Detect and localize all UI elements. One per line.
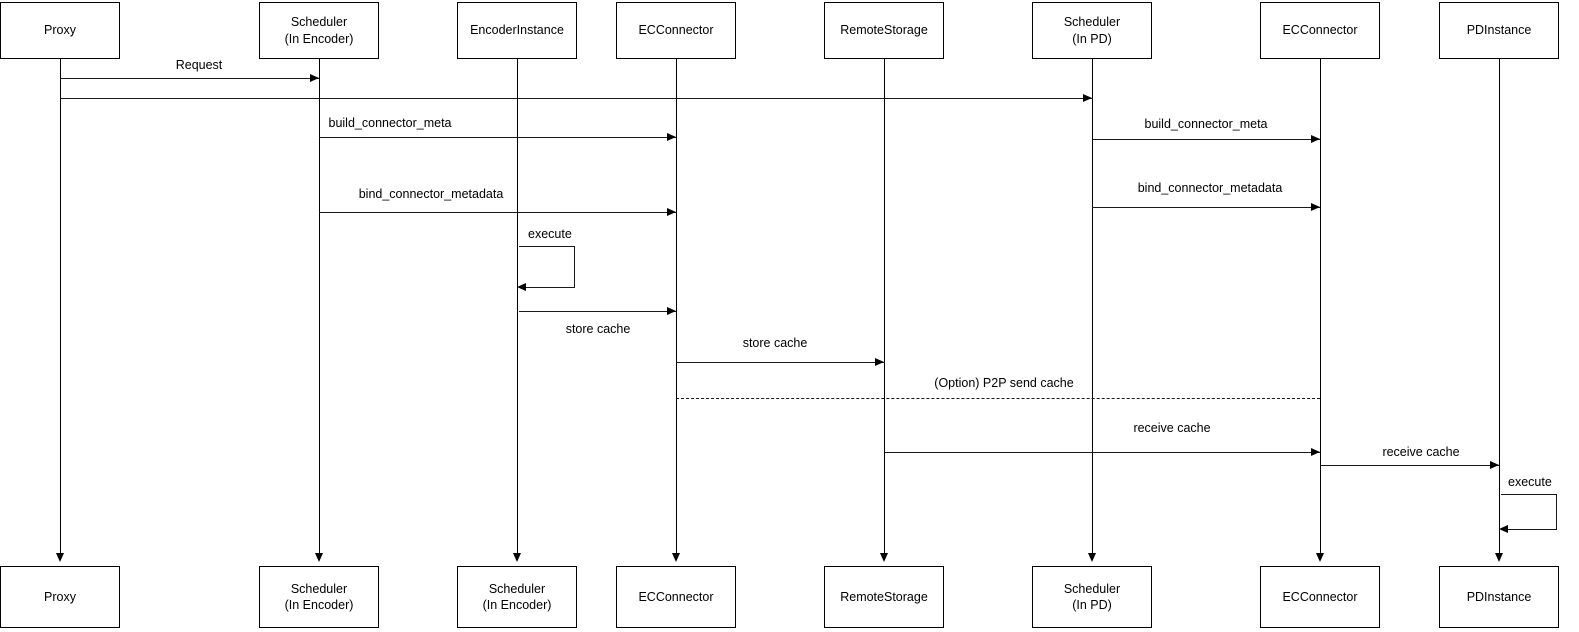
lane-label-secondary: (In Encoder) [482,598,552,612]
lifeline-header-scheduler-encoder-bottom: Scheduler (In Encoder) [259,566,379,628]
lifeline-end-arrow-icon [1087,553,1096,562]
message-arrowhead-bind-connector-meta-enc-icon [667,207,676,216]
lane-label-secondary: (In PD) [1072,31,1112,46]
message-label-request: Request [175,58,223,72]
lifeline-remote-storage [884,59,885,554]
message-line-bind-connector-meta-enc [319,212,676,213]
lifeline-encoder-instance [517,59,518,554]
lane-label-primary: Proxy [44,23,76,38]
self-message-label-execute-pdinstance: execute [1508,475,1552,489]
self-message-execute-encoder [519,246,575,288]
lane-label-primary: ECConnector [1282,23,1358,38]
message-line-request [60,78,319,79]
lane-label-primary: Scheduler [1063,581,1121,596]
message-arrowhead-build-connector-meta-pd-icon [1311,134,1320,143]
message-label-store-cache-enc: store cache [565,322,631,336]
lifeline-header-remote-storage-top: RemoteStorage [824,2,944,59]
message-line-proxy-to-scheduler-pd [60,98,1092,99]
lifeline-end-arrow-icon [1494,553,1503,562]
lifeline-header-scheduler-pd-bottom: Scheduler (In PD) [1032,566,1152,628]
lifeline-end-arrow-icon [1315,553,1324,562]
self-message-arrowhead-execute-pdinstance-icon [1499,525,1508,534]
lane-label-secondary: (In Encoder) [284,598,354,612]
lifeline-header-encoder-instance-bottom: Scheduler (In Encoder) [457,566,577,628]
message-arrowhead-store-cache-remote-icon [875,357,884,366]
lane-label-primary: PDInstance [1466,589,1532,604]
lane-label-primary: Proxy [44,589,76,604]
lifeline-end-arrow-icon [512,553,521,562]
lifeline-header-encoder-instance-top: EncoderInstance [457,2,577,59]
lifeline-ecconnector-left [676,59,677,554]
lifeline-header-proxy-left-bottom: Proxy [0,566,120,628]
lane-label-primary: Scheduler [1063,15,1121,29]
message-line-build-connector-meta-pd [1092,139,1320,140]
lifeline-scheduler-encoder [319,59,320,554]
lifeline-pd-instance [1499,59,1500,554]
lane-label-primary: ECConnector [638,23,714,38]
lifeline-header-ecconnector-right-bottom: ECConnector [1260,566,1380,628]
message-arrowhead-receive-cache-pd-icon [1490,460,1499,469]
lifeline-header-ecconnector-left-bottom: ECConnector [616,566,736,628]
lane-label-secondary: (In PD) [1072,598,1112,612]
lane-label-primary: Scheduler [290,15,348,29]
message-line-build-connector-meta-enc [319,137,676,138]
lifeline-header-remote-storage-bottom: RemoteStorage [824,566,944,628]
lane-label-primary: ECConnector [638,589,714,604]
message-line-p2p-send-cache [676,398,1320,399]
message-line-store-cache-remote [676,362,884,363]
lifeline-end-arrow-icon [55,553,64,562]
lifeline-header-scheduler-pd-top: Scheduler (In PD) [1032,2,1152,59]
message-line-receive-cache-pd [1320,465,1499,466]
message-label-bind-connector-meta-enc: bind_connector_metadata [358,187,504,201]
lane-label-primary: RemoteStorage [840,23,928,38]
message-line-store-cache-enc [519,311,676,312]
lane-label-secondary: (In Encoder) [284,31,354,46]
message-arrowhead-bind-connector-meta-pd-icon [1311,202,1320,211]
lifeline-end-arrow-icon [879,553,888,562]
lane-label-primary: EncoderInstance [470,23,564,38]
lane-label-primary: Scheduler [290,581,348,596]
lifeline-header-pd-instance-top: PDInstance [1439,2,1559,59]
self-message-arrowhead-execute-encoder-icon [517,283,526,292]
self-message-label-execute-encoder: execute [528,227,572,241]
message-arrowhead-request-icon [310,73,319,82]
message-label-store-cache-remote: store cache [742,336,808,350]
lane-label-primary: RemoteStorage [840,589,928,604]
lifeline-header-ecconnector-left-top: ECConnector [616,2,736,59]
message-arrowhead-build-connector-meta-enc-icon [667,132,676,141]
lifeline-end-arrow-icon [314,553,323,562]
lane-label-primary: PDInstance [1466,23,1532,38]
lane-label-primary: ECConnector [1282,589,1358,604]
message-arrowhead-receive-cache-ec-icon [1311,447,1320,456]
self-message-execute-pdinstance [1501,494,1557,530]
lifeline-header-ecconnector-right-top: ECConnector [1260,2,1380,59]
message-arrowhead-proxy-to-scheduler-pd-icon [1083,93,1092,102]
message-label-receive-cache-pd: receive cache [1382,445,1460,459]
message-arrowhead-store-cache-enc-icon [667,306,676,315]
lane-label-primary: Scheduler [488,581,546,596]
message-label-build-connector-meta-pd: build_connector_meta [1144,117,1268,131]
lifeline-ecconnector-right [1320,59,1321,554]
lifeline-proxy-left [60,59,61,554]
lifeline-end-arrow-icon [671,553,680,562]
lifeline-header-proxy-left-top: Proxy [0,2,120,59]
message-label-bind-connector-meta-pd: bind_connector_metadata [1137,181,1283,195]
message-label-receive-cache-ec: receive cache [1133,421,1211,435]
lifeline-header-scheduler-encoder-top: Scheduler (In Encoder) [259,2,379,59]
lifeline-header-pd-instance-bottom: PDInstance [1439,566,1559,628]
message-label-build-connector-meta-enc: build_connector_meta [328,116,452,130]
message-line-bind-connector-meta-pd [1092,207,1320,208]
message-label-p2p-send-cache: (Option) P2P send cache [934,376,1074,390]
lifeline-scheduler-pd [1092,59,1093,554]
message-line-receive-cache-ec [884,452,1320,453]
